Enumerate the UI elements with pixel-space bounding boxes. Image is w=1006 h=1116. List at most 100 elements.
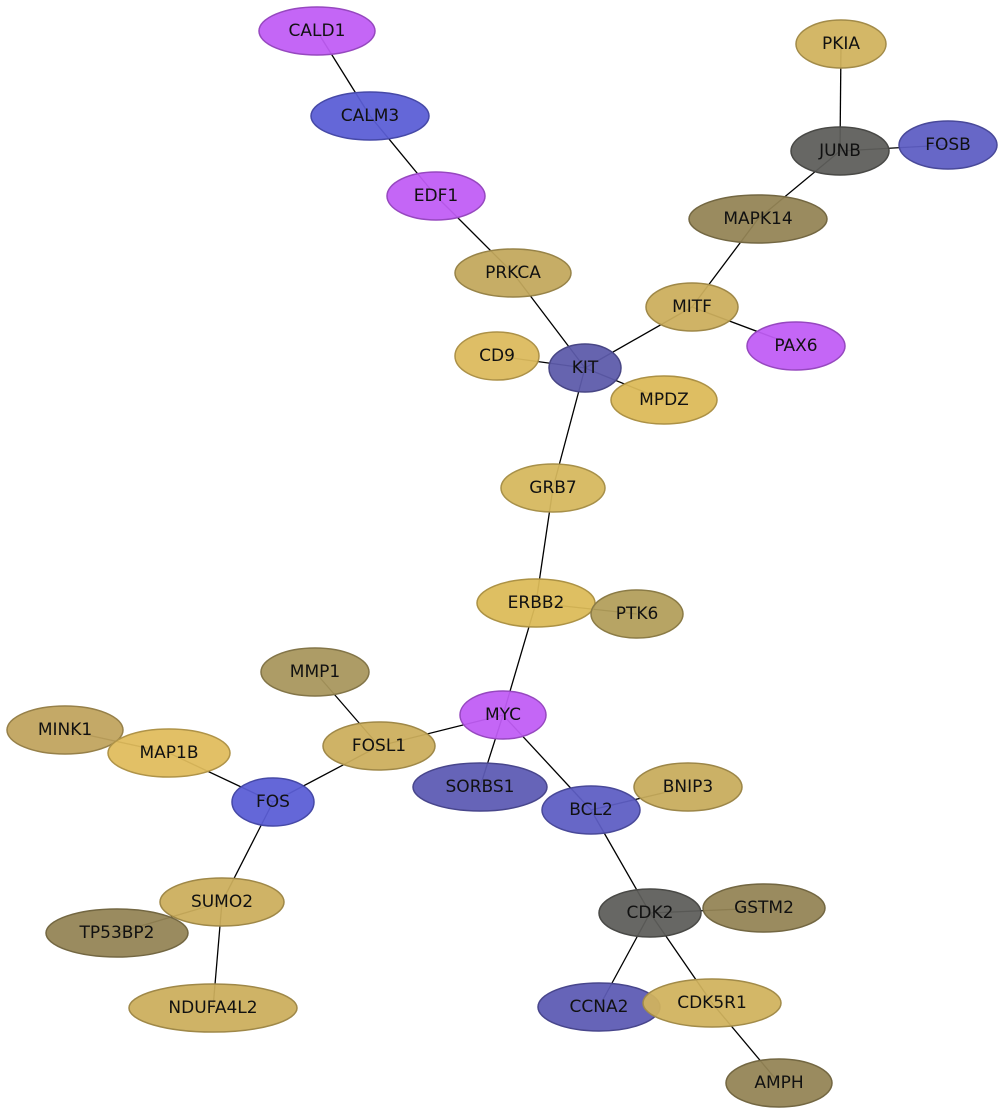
node-label: KIT <box>572 358 599 378</box>
node-label: GSTM2 <box>734 898 794 918</box>
node-label: MMP1 <box>290 662 340 682</box>
node-label: SUMO2 <box>191 892 253 912</box>
node-label: CALD1 <box>289 21 346 41</box>
edge-layer <box>64 30 949 1084</box>
node-ellipse <box>795 19 887 69</box>
node-mink1[interactable]: MINK1 <box>6 705 124 755</box>
node-ellipse <box>231 777 315 827</box>
node-kit[interactable]: KIT <box>548 343 622 393</box>
node-pax6[interactable]: PAX6 <box>746 321 846 371</box>
node-label: SORBS1 <box>446 777 515 797</box>
node-ellipse <box>590 589 684 639</box>
node-label: PKIA <box>822 34 860 54</box>
node-ellipse <box>746 321 846 371</box>
node-label: JUNB <box>818 141 861 161</box>
node-ellipse <box>688 194 828 244</box>
node-ellipse <box>159 877 285 927</box>
node-label: GRB7 <box>529 478 576 498</box>
node-mitf[interactable]: MITF <box>645 282 739 332</box>
node-label: MITF <box>672 297 712 317</box>
node-fosl1[interactable]: FOSL1 <box>322 721 436 771</box>
node-ellipse <box>598 888 702 938</box>
node-ellipse <box>633 762 743 812</box>
node-ellipse <box>45 908 189 958</box>
node-mpdz[interactable]: MPDZ <box>610 375 718 425</box>
node-ndufa4l2[interactable]: NDUFA4L2 <box>128 983 298 1033</box>
node-label: BCL2 <box>569 800 613 820</box>
node-pkia[interactable]: PKIA <box>795 19 887 69</box>
node-label: NDUFA4L2 <box>168 998 257 1018</box>
node-label: EDF1 <box>414 186 458 206</box>
node-bnip3[interactable]: BNIP3 <box>633 762 743 812</box>
node-fos[interactable]: FOS <box>231 777 315 827</box>
node-label: FOSL1 <box>352 736 406 756</box>
node-ellipse <box>548 343 622 393</box>
node-ptk6[interactable]: PTK6 <box>590 589 684 639</box>
node-mapk14[interactable]: MAPK14 <box>688 194 828 244</box>
node-amph[interactable]: AMPH <box>725 1058 833 1108</box>
node-mmp1[interactable]: MMP1 <box>260 647 370 697</box>
node-ellipse <box>702 883 826 933</box>
node-label: CALM3 <box>341 106 399 126</box>
node-ellipse <box>645 282 739 332</box>
node-ellipse <box>454 248 572 298</box>
node-ellipse <box>260 647 370 697</box>
node-cdk2[interactable]: CDK2 <box>598 888 702 938</box>
node-ellipse <box>790 126 890 176</box>
node-cald1[interactable]: CALD1 <box>258 6 376 56</box>
node-ellipse <box>541 785 641 835</box>
node-label: FOSB <box>925 135 971 155</box>
node-ellipse <box>898 120 998 170</box>
node-myc[interactable]: MYC <box>459 690 547 740</box>
node-label: CDK5R1 <box>677 993 747 1013</box>
node-cdk5r1[interactable]: CDK5R1 <box>642 978 782 1028</box>
node-ellipse <box>459 690 547 740</box>
node-erbb2[interactable]: ERBB2 <box>476 578 596 628</box>
node-gstm2[interactable]: GSTM2 <box>702 883 826 933</box>
node-ellipse <box>128 983 298 1033</box>
node-label: MAPK14 <box>723 209 792 229</box>
node-label: BNIP3 <box>663 777 713 797</box>
node-label: PRKCA <box>485 263 541 283</box>
node-map1b[interactable]: MAP1B <box>107 728 231 778</box>
node-label: ERBB2 <box>508 593 565 613</box>
node-ellipse <box>725 1058 833 1108</box>
node-tp53bp2[interactable]: TP53BP2 <box>45 908 189 958</box>
node-label: MAP1B <box>139 743 198 763</box>
node-ellipse <box>6 705 124 755</box>
node-ellipse <box>322 721 436 771</box>
node-grb7[interactable]: GRB7 <box>500 463 606 513</box>
node-prkca[interactable]: PRKCA <box>454 248 572 298</box>
node-bcl2[interactable]: BCL2 <box>541 785 641 835</box>
node-ccna2[interactable]: CCNA2 <box>537 982 661 1032</box>
node-ellipse <box>642 978 782 1028</box>
node-ellipse <box>258 6 376 56</box>
node-label: TP53BP2 <box>79 923 155 943</box>
node-label: CDK2 <box>627 903 674 923</box>
node-label: AMPH <box>754 1073 803 1093</box>
node-label: MYC <box>485 705 521 725</box>
node-cd9[interactable]: CD9 <box>454 331 540 381</box>
node-junb[interactable]: JUNB <box>790 126 890 176</box>
node-label: CCNA2 <box>570 997 629 1017</box>
node-ellipse <box>454 331 540 381</box>
node-label: PTK6 <box>616 604 659 624</box>
node-ellipse <box>610 375 718 425</box>
node-sorbs1[interactable]: SORBS1 <box>412 762 548 812</box>
node-edf1[interactable]: EDF1 <box>386 171 486 221</box>
node-label: FOS <box>256 792 290 812</box>
node-label: CD9 <box>479 346 515 366</box>
node-calm3[interactable]: CALM3 <box>310 91 430 141</box>
node-label: PAX6 <box>774 336 817 356</box>
node-sumo2[interactable]: SUMO2 <box>159 877 285 927</box>
node-ellipse <box>412 762 548 812</box>
node-fosb[interactable]: FOSB <box>898 120 998 170</box>
node-ellipse <box>310 91 430 141</box>
node-ellipse <box>107 728 231 778</box>
node-label: MINK1 <box>38 720 92 740</box>
node-ellipse <box>386 171 486 221</box>
node-label: MPDZ <box>639 390 689 410</box>
node-ellipse <box>500 463 606 513</box>
